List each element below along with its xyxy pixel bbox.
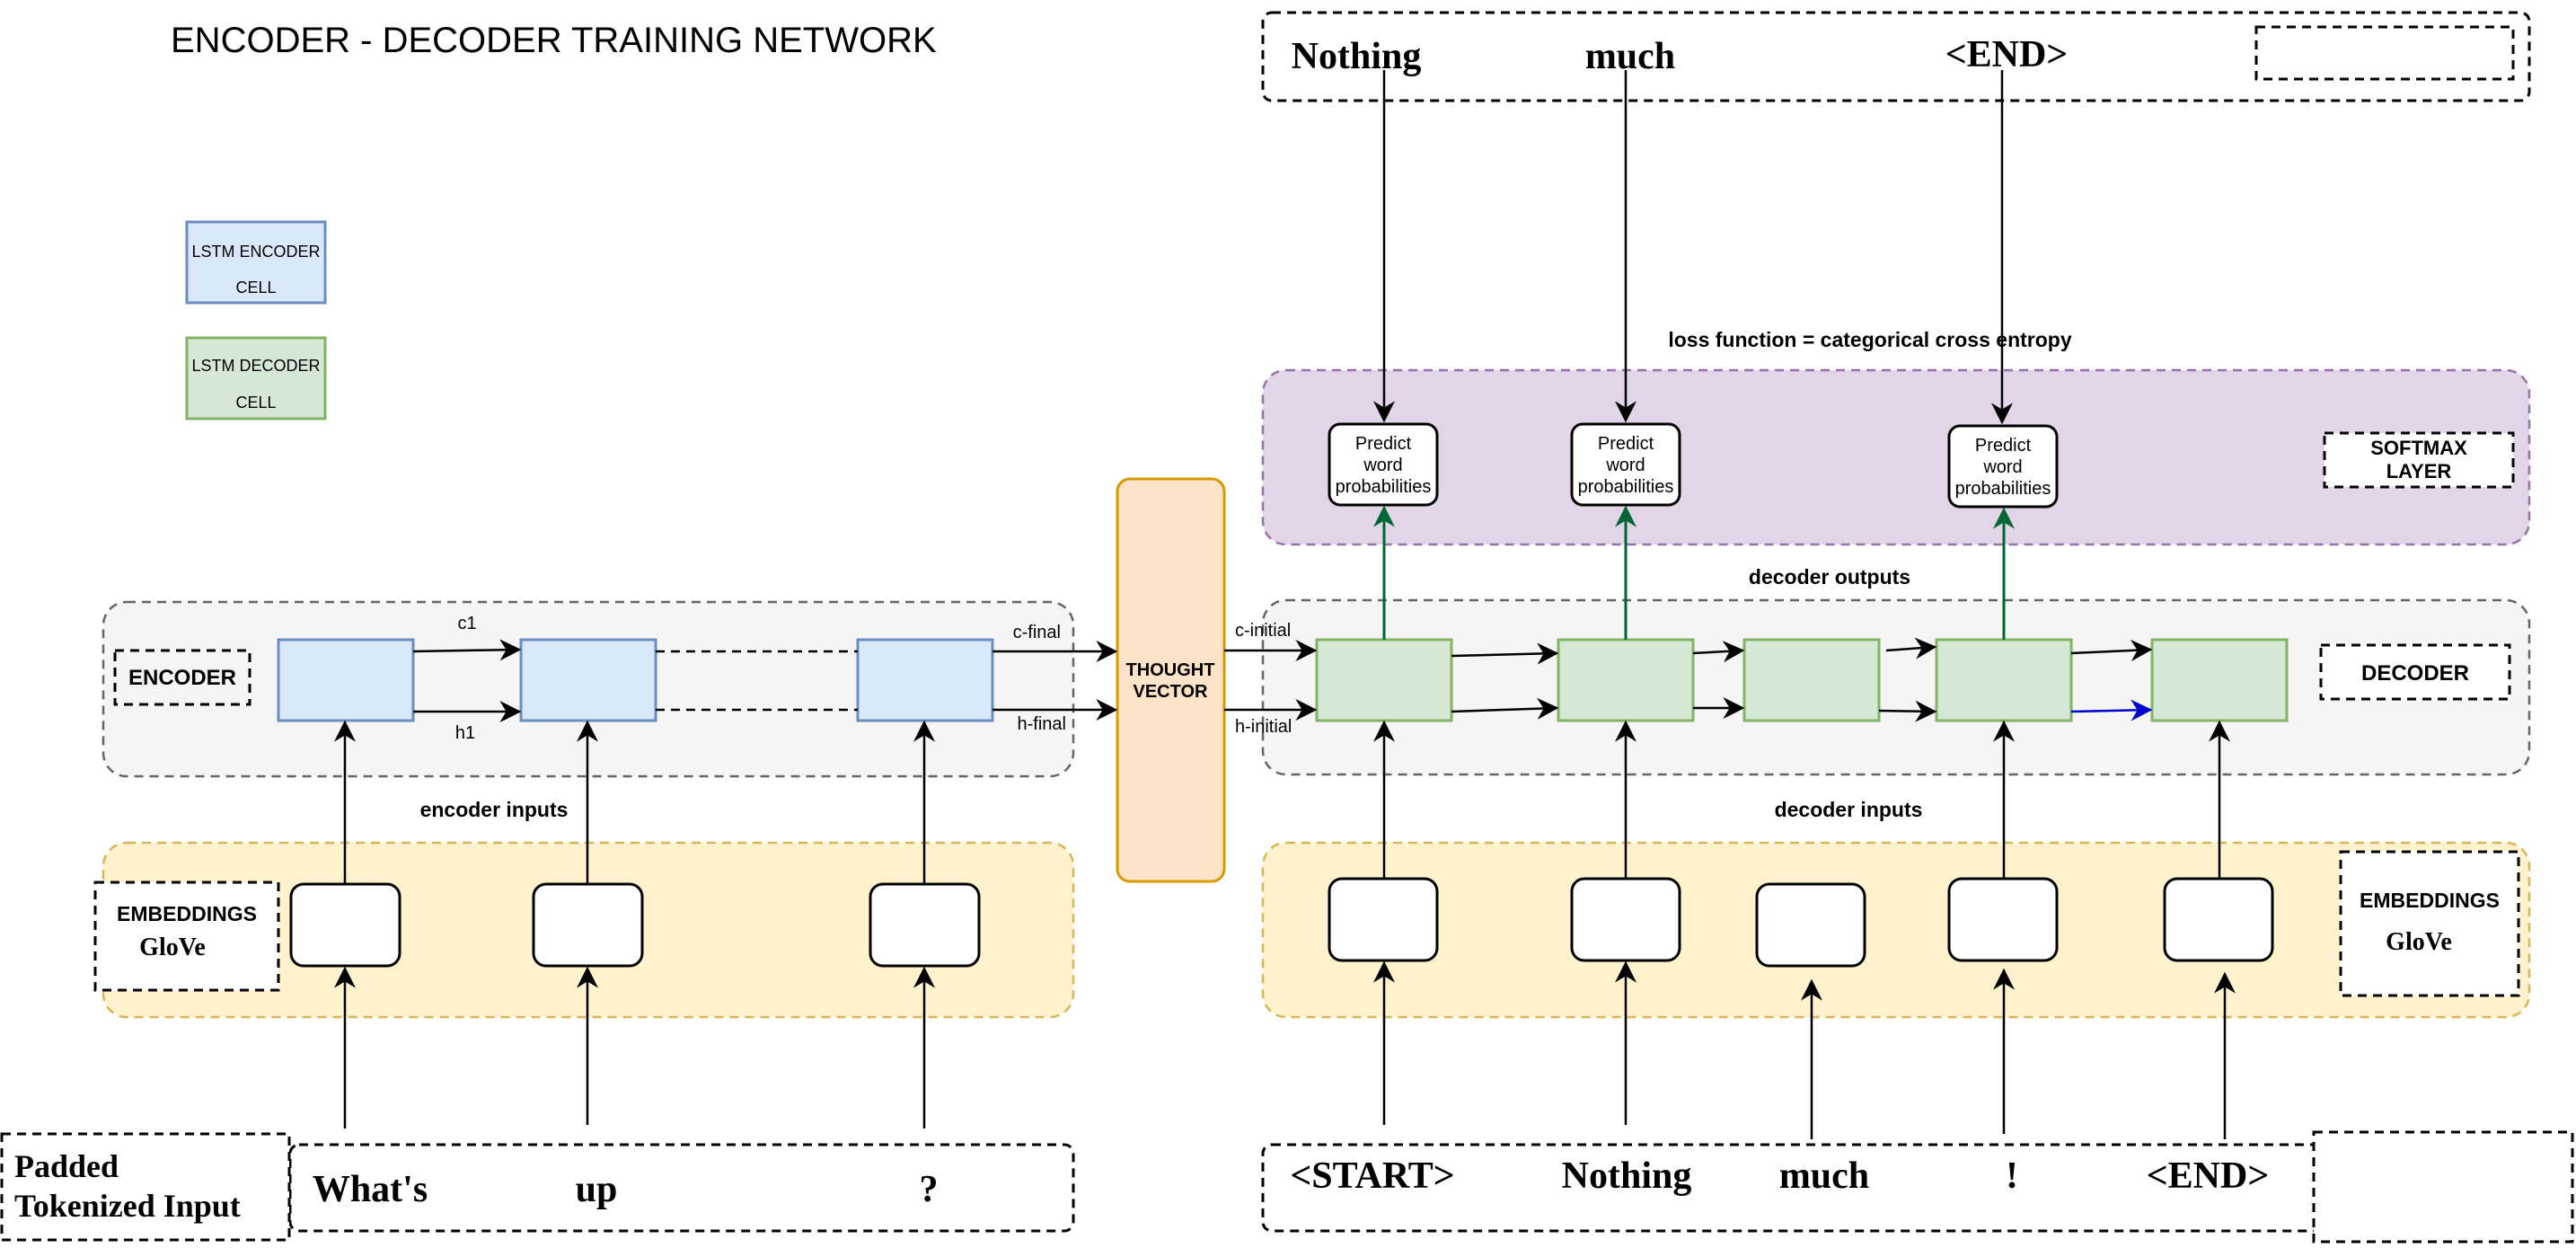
decoder-embedding-2 <box>1570 877 1681 962</box>
decoder-h-arrow-4 <box>2070 699 2153 721</box>
decoder-embedding-5 <box>2163 877 2274 962</box>
output-tokens-box <box>1261 11 2531 102</box>
encoder-label: ENCODER <box>128 666 236 690</box>
encoder-token-1: What's <box>313 1169 428 1210</box>
encoder-inputs-label: encoder inputs <box>420 798 569 821</box>
h-final-label: h-final <box>1018 714 1066 734</box>
predict-box-2 <box>1570 422 1681 507</box>
legend-encoder-cell: LSTM ENCODER CELL <box>185 220 327 305</box>
h-initial-label: h-initial <box>1235 717 1292 737</box>
decoder-c-arrow-2 <box>1692 641 1745 663</box>
encoder-cell-1 <box>277 638 415 722</box>
legend-encoder-line2: CELL <box>235 279 276 297</box>
h1-label: h1 <box>455 723 475 743</box>
right-embeddings-box <box>2339 850 2520 997</box>
softmax-label-line2: LAYER <box>2386 460 2452 482</box>
predict-box-1-line1: Predict <box>1355 434 1412 454</box>
left-embeddings-box <box>93 881 280 992</box>
encoder-tokens-box <box>288 1143 1075 1233</box>
decoder-h-arrow-3 <box>1878 700 1937 722</box>
decoder-token-2: Nothing <box>1562 1155 1692 1197</box>
thought-vector-line2: VECTOR <box>1134 682 1209 702</box>
c-final-label: c-final <box>1013 623 1061 642</box>
padded-label-line1: Padded <box>14 1148 119 1184</box>
decoder-token-4: ! <box>2006 1155 2018 1197</box>
decoder-tokens-padding-box <box>2312 1130 2574 1244</box>
right-embeddings-line2: GloVe <box>2386 928 2452 956</box>
decoder-c-arrow-4 <box>2070 639 2153 661</box>
predict-box-1-line2: word <box>1363 456 1402 475</box>
predict-box-1-line3: probabilities <box>1336 477 1432 497</box>
decoder-token-1: <START> <box>1290 1155 1454 1197</box>
padded-label-box <box>0 1132 291 1242</box>
left-embeddings-line2: GloVe <box>139 934 206 961</box>
output-token-2: much <box>1585 36 1675 77</box>
c1-arrow <box>412 639 522 661</box>
decoder-cell-3 <box>1742 638 1881 722</box>
encoder-token-2: up <box>576 1169 618 1210</box>
decoder-c-arrow-1 <box>1451 642 1559 665</box>
predict-box-2-line1: Predict <box>1598 434 1654 454</box>
encoder-label-box <box>113 649 251 706</box>
decoder-c-arrow-3 <box>1885 637 1937 659</box>
legend-decoder-cell: LSTM DECODER CELL <box>185 336 327 420</box>
predict-box-3-line3: probabilities <box>1955 479 2051 499</box>
decoder-outputs-label: decoder outputs <box>1749 565 1910 589</box>
legend-decoder-line2: CELL <box>235 394 276 412</box>
decoder-token-3: much <box>1779 1155 1869 1197</box>
loss-function-label: loss function = categorical cross entrop… <box>1668 328 2071 351</box>
legend-encoder-line1: LSTM ENCODER <box>191 243 320 261</box>
right-embeddings-line1: EMBEDDINGS <box>2360 889 2500 912</box>
decoder-label-box <box>2319 643 2511 701</box>
thought-vector-line1: THOUGHT <box>1126 660 1215 680</box>
predict-box-3-line2: word <box>1982 457 2022 477</box>
encoder-token-3: ? <box>920 1169 939 1210</box>
encoder-embedding-2 <box>532 882 644 968</box>
decoder-cell-2 <box>1557 638 1695 722</box>
softmax-label-line1: SOFTMAX <box>2370 437 2467 459</box>
decoder-cell-4 <box>1935 638 2073 722</box>
decoder-inputs-label: decoder inputs <box>1775 798 1923 821</box>
diagram-title: ENCODER - DECODER TRAINING NETWORK <box>171 21 937 60</box>
output-token-3: <END> <box>1945 34 2069 75</box>
encoder-cell-3 <box>856 638 994 722</box>
padded-label-line2: Tokenized Input <box>14 1188 241 1224</box>
decoder-cell-5 <box>2150 638 2289 722</box>
thought-vector: THOUGHT VECTOR <box>1116 477 1226 883</box>
encoder-embedding-1 <box>289 882 401 968</box>
decoder-h-arrow-1 <box>1451 697 1559 720</box>
predict-box-2-line3: probabilities <box>1578 477 1674 497</box>
predict-box-1 <box>1328 422 1439 507</box>
decoder-embedding-3 <box>1755 882 1866 968</box>
decoder-label: DECODER <box>2361 661 2469 686</box>
decoder-embedding-1 <box>1328 877 1439 962</box>
output-token-1: Nothing <box>1292 36 1422 77</box>
predict-box-3-line1: Predict <box>1975 436 2032 456</box>
encoder-embedding-3 <box>869 882 981 968</box>
c-initial-label: c-initial <box>1235 621 1291 641</box>
encoder-cell-2 <box>519 638 657 722</box>
softmax-label-box <box>2323 431 2515 489</box>
decoder-embedding-4 <box>1947 877 2059 962</box>
output-padding-box <box>2254 25 2515 81</box>
predict-box-3 <box>1947 424 2059 509</box>
legend-decoder-line1: LSTM DECODER <box>191 357 320 375</box>
decoder-token-5: <END> <box>2147 1155 2270 1197</box>
decoder-cell-1 <box>1315 638 1453 722</box>
left-embeddings-line1: EMBEDDINGS <box>117 902 257 925</box>
predict-box-2-line2: word <box>1605 456 1645 475</box>
c1-label: c1 <box>457 614 476 633</box>
